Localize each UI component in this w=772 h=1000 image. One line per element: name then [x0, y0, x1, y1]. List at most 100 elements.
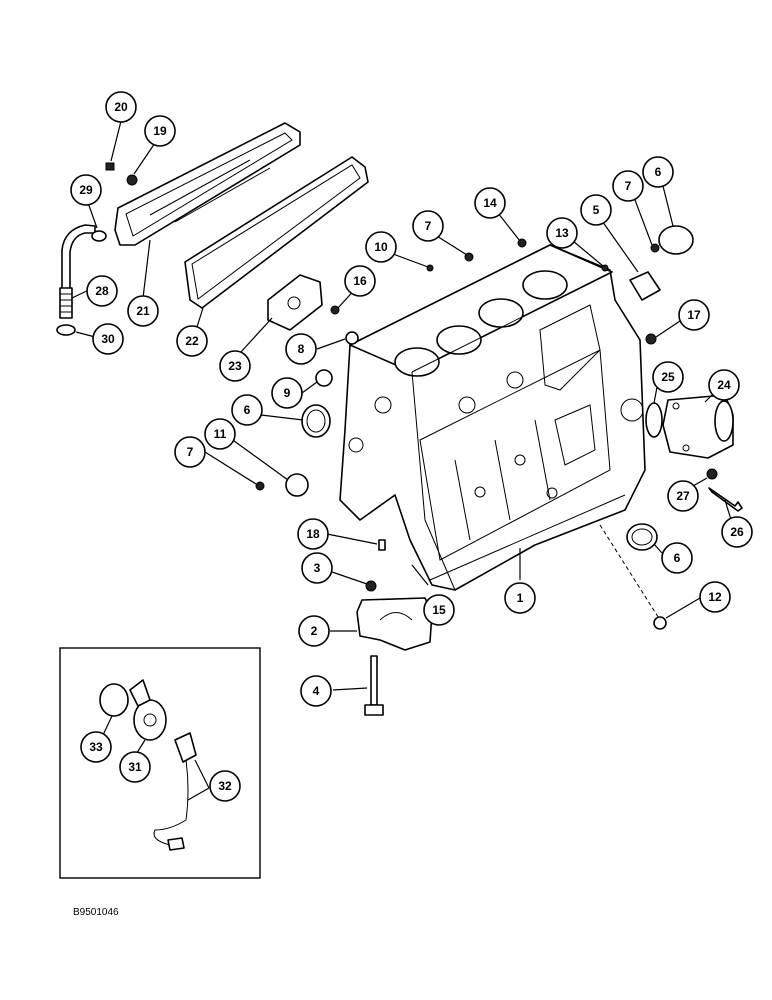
cover-plate — [267, 274, 323, 331]
svg-text:12: 12 — [708, 590, 722, 604]
rocker-cover-gasket — [184, 156, 369, 309]
svg-text:30: 30 — [101, 332, 115, 346]
callout-12: 12 — [699, 581, 731, 613]
callout-11: 11 — [204, 418, 236, 450]
callout-6-top: 6 — [642, 156, 674, 188]
plug-7c — [255, 481, 265, 491]
seal-6-right — [626, 523, 658, 551]
svg-text:16: 16 — [353, 274, 367, 288]
svg-text:29: 29 — [79, 183, 93, 197]
callout-30: 30 — [92, 323, 124, 355]
callout-32: 32 — [209, 770, 241, 802]
callout-3: 3 — [301, 552, 333, 584]
callout-33: 33 — [80, 731, 112, 763]
svg-text:8: 8 — [298, 342, 305, 356]
o-ring-25 — [645, 402, 663, 438]
plug-10 — [426, 264, 434, 272]
svg-text:1: 1 — [517, 591, 524, 605]
callout-6-left: 6 — [231, 394, 263, 426]
nut-27 — [706, 468, 718, 480]
callout-26: 26 — [721, 516, 753, 548]
dowel-3 — [365, 580, 377, 592]
svg-text:2: 2 — [311, 624, 318, 638]
hose-clamp — [91, 230, 107, 242]
callout-21: 21 — [127, 295, 159, 327]
o-ring-33 — [99, 683, 129, 717]
callout-18: 18 — [297, 518, 329, 550]
svg-text:7: 7 — [625, 179, 632, 193]
svg-text:7: 7 — [425, 219, 432, 233]
svg-text:6: 6 — [674, 551, 681, 565]
svg-text:6: 6 — [655, 165, 662, 179]
plug-17 — [645, 333, 657, 345]
cup-plug-9 — [315, 369, 333, 387]
callout-7-center: 7 — [412, 210, 444, 242]
heater-31 — [129, 679, 167, 741]
svg-text:10: 10 — [374, 240, 388, 254]
figure-id: B9501046 — [73, 907, 119, 918]
engine-block — [339, 244, 646, 591]
seal-6-left — [301, 404, 331, 438]
plug-12 — [653, 616, 667, 630]
seal-6-top — [658, 225, 694, 255]
callout-4: 4 — [300, 675, 332, 707]
callout-1: 1 — [504, 582, 536, 614]
callout-13: 13 — [546, 217, 578, 249]
callout-7-right: 7 — [612, 170, 644, 202]
pin-18 — [378, 539, 386, 551]
svg-text:15: 15 — [432, 603, 446, 617]
bushing-5 — [629, 271, 661, 301]
callout-5: 5 — [580, 194, 612, 226]
svg-text:14: 14 — [483, 196, 497, 210]
svg-text:25: 25 — [661, 370, 675, 384]
bolt-20 — [105, 162, 115, 171]
svg-text:18: 18 — [306, 527, 320, 541]
svg-text:26: 26 — [730, 525, 744, 539]
heater-cord-32 — [153, 732, 197, 851]
svg-text:13: 13 — [555, 226, 569, 240]
callout-19: 19 — [144, 115, 176, 147]
callout-23: 23 — [219, 350, 251, 382]
callout-16: 16 — [344, 265, 376, 297]
callout-24: 24 — [708, 369, 740, 401]
svg-text:22: 22 — [185, 334, 199, 348]
callout-6-right: 6 — [661, 542, 693, 574]
housing-24 — [662, 394, 734, 459]
pin-13 — [601, 264, 609, 272]
svg-text:28: 28 — [95, 284, 109, 298]
svg-text:19: 19 — [153, 124, 167, 138]
svg-text:9: 9 — [284, 386, 291, 400]
callout-8: 8 — [285, 333, 317, 365]
callout-20: 20 — [105, 91, 137, 123]
callout-25: 25 — [652, 361, 684, 393]
inset-frame — [59, 647, 261, 879]
breather-hose — [59, 287, 73, 319]
callout-27: 27 — [667, 480, 699, 512]
callout-31: 31 — [119, 751, 151, 783]
plug-16 — [330, 305, 340, 315]
callout-28: 28 — [86, 275, 118, 307]
expansion-plug-11 — [285, 473, 309, 497]
svg-text:4: 4 — [313, 684, 320, 698]
svg-text:24: 24 — [717, 378, 731, 392]
svg-text:21: 21 — [136, 304, 150, 318]
svg-text:7: 7 — [187, 445, 194, 459]
callout-29: 29 — [70, 174, 102, 206]
tube-end-fitting — [56, 324, 76, 336]
main-bearing-bolt — [370, 655, 378, 706]
nut-19 — [126, 174, 138, 186]
plug-7b — [650, 243, 660, 253]
callout-22: 22 — [176, 325, 208, 357]
svg-text:6: 6 — [244, 403, 251, 417]
rocker-cover — [114, 122, 301, 246]
callout-14: 14 — [474, 187, 506, 219]
svg-text:17: 17 — [687, 308, 701, 322]
callout-17: 17 — [678, 299, 710, 331]
callout-9: 9 — [271, 377, 303, 409]
svg-text:23: 23 — [228, 359, 242, 373]
svg-text:27: 27 — [676, 489, 690, 503]
bolt-26 — [708, 487, 743, 512]
svg-text:3: 3 — [314, 561, 321, 575]
callout-15: 15 — [423, 594, 455, 626]
svg-text:33: 33 — [89, 740, 103, 754]
